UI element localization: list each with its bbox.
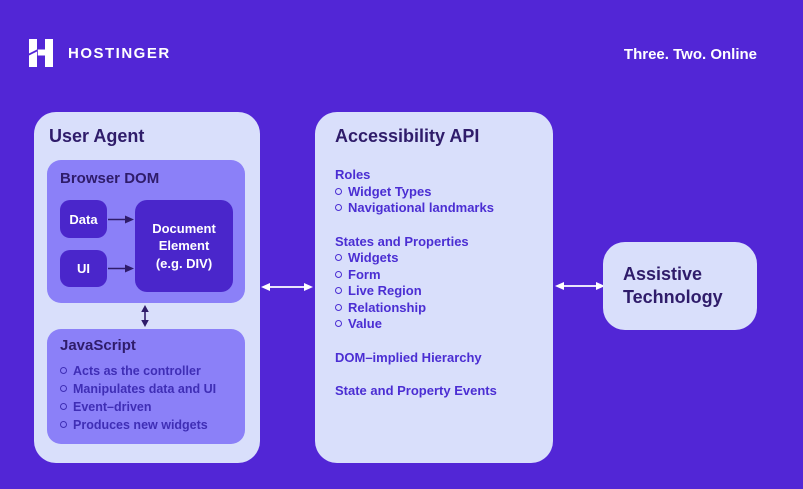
list-item: Produces new widgets xyxy=(60,416,216,434)
list-item: Event–driven xyxy=(60,398,216,416)
list-item: Navigational landmarks xyxy=(335,200,545,217)
browser-dom-box: Browser DOM Data UI Document Element (e.… xyxy=(47,160,245,303)
data-node: Data xyxy=(60,200,107,238)
list-item: Live Region xyxy=(335,283,545,300)
group-header: DOM–implied Hierarchy xyxy=(335,349,482,365)
browser-dom-title: Browser DOM xyxy=(60,170,160,187)
document-element-line: Document xyxy=(152,220,216,236)
javascript-list: Acts as the controller Manipulates data … xyxy=(60,362,216,434)
document-element-line: Element xyxy=(158,238,210,254)
brand-name: HOSTINGER xyxy=(68,44,171,62)
accessibility-api-title: Accessibility API xyxy=(335,126,480,146)
dom-hierarchy-group: DOM–implied Hierarchy xyxy=(335,350,545,367)
javascript-box: JavaScript Acts as the controller Manipu… xyxy=(47,329,245,444)
roles-group: Roles Widget Types Navigational landmark… xyxy=(335,167,545,217)
user-agent-panel: User Agent Browser DOM Data UI Document … xyxy=(34,112,260,463)
group-header: State and Property Events xyxy=(335,383,497,398)
hostinger-logo: HOSTINGER xyxy=(24,36,171,70)
hostinger-h-icon xyxy=(29,39,53,67)
list-item: Relationship xyxy=(335,300,545,317)
arrow-accessibility-assistive-icon xyxy=(555,282,605,290)
list-item: Widget Types xyxy=(335,184,545,201)
list-item: Form xyxy=(335,267,545,284)
group-header: Roles xyxy=(335,167,371,182)
javascript-title: JavaScript xyxy=(60,337,136,354)
list-item: Acts as the controller xyxy=(60,362,216,380)
list-item: Manipulates data and UI xyxy=(60,380,216,398)
tagline: Three. Two. Online xyxy=(623,46,757,63)
accessibility-api-content: Roles Widget Types Navigational landmark… xyxy=(335,167,545,417)
document-element-node: Document Element (e.g. DIV) xyxy=(135,200,233,292)
arrow-useragent-accessibility-icon xyxy=(261,283,313,291)
list-item: Widgets xyxy=(335,250,545,267)
user-agent-title: User Agent xyxy=(49,126,145,146)
list-item: Value xyxy=(335,316,545,333)
ui-node: UI xyxy=(60,250,107,287)
document-element-line: (e.g. DIV) xyxy=(155,255,213,271)
states-properties-group: States and Properties Widgets Form Live … xyxy=(335,234,545,333)
state-events-group: State and Property Events xyxy=(335,383,545,400)
arrow-dom-javascript-icon xyxy=(141,305,149,327)
arrow-data-to-document-icon xyxy=(108,215,134,224)
assistive-technology-panel: Assistive Technology xyxy=(603,242,757,330)
accessibility-api-panel: Accessibility API Roles Widget Types Nav… xyxy=(315,112,553,463)
arrow-ui-to-document-icon xyxy=(108,264,134,273)
group-header: States and Properties xyxy=(335,233,469,249)
assistive-technology-title: Assistive Technology xyxy=(623,263,723,307)
